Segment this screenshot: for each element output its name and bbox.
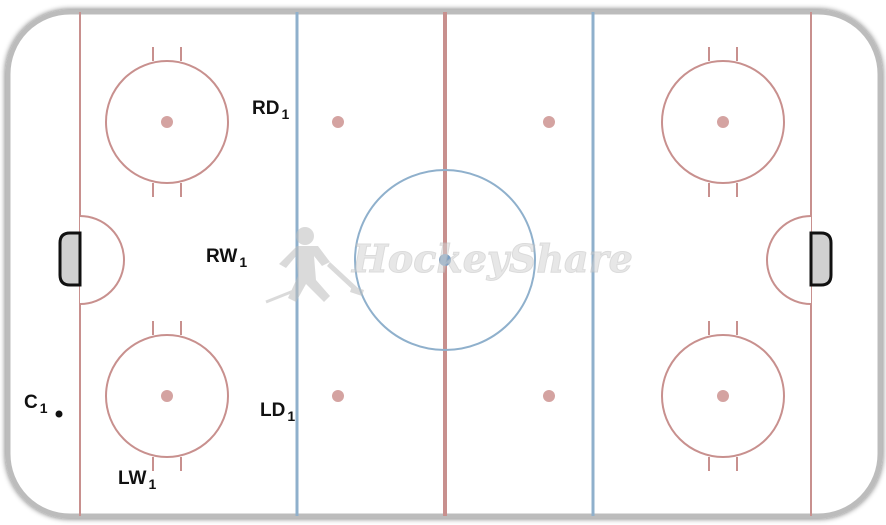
faceoff-dot-right-top — [717, 116, 729, 128]
faceoff-dot-right-bottom — [717, 390, 729, 402]
watermark-text: HockeyShare — [351, 236, 633, 281]
right-crease — [766, 215, 812, 305]
center-circle — [354, 169, 536, 351]
faceoff-circle-left-bottom — [105, 321, 229, 471]
neutral-dot-left-bottom — [332, 390, 344, 402]
hockeyshare-watermark: HockeyShare — [265, 227, 633, 304]
neutral-dot-right-top — [543, 116, 555, 128]
faceoff-circle-left-top — [105, 47, 229, 197]
faceoff-circle-right-bottom — [661, 321, 785, 471]
center-faceoff-dot — [439, 254, 451, 266]
neutral-dot-left-top — [332, 116, 344, 128]
left-goal-net — [58, 231, 82, 287]
faceoff-circle-right-top — [661, 47, 785, 197]
puck-dot — [55, 410, 63, 418]
right-goal-net — [809, 231, 833, 287]
neutral-dot-right-bottom — [543, 390, 555, 402]
faceoff-dot-left-top — [161, 116, 173, 128]
skater-silhouette-icon — [265, 227, 364, 304]
left-crease — [79, 215, 125, 305]
faceoff-dot-left-bottom — [161, 390, 173, 402]
